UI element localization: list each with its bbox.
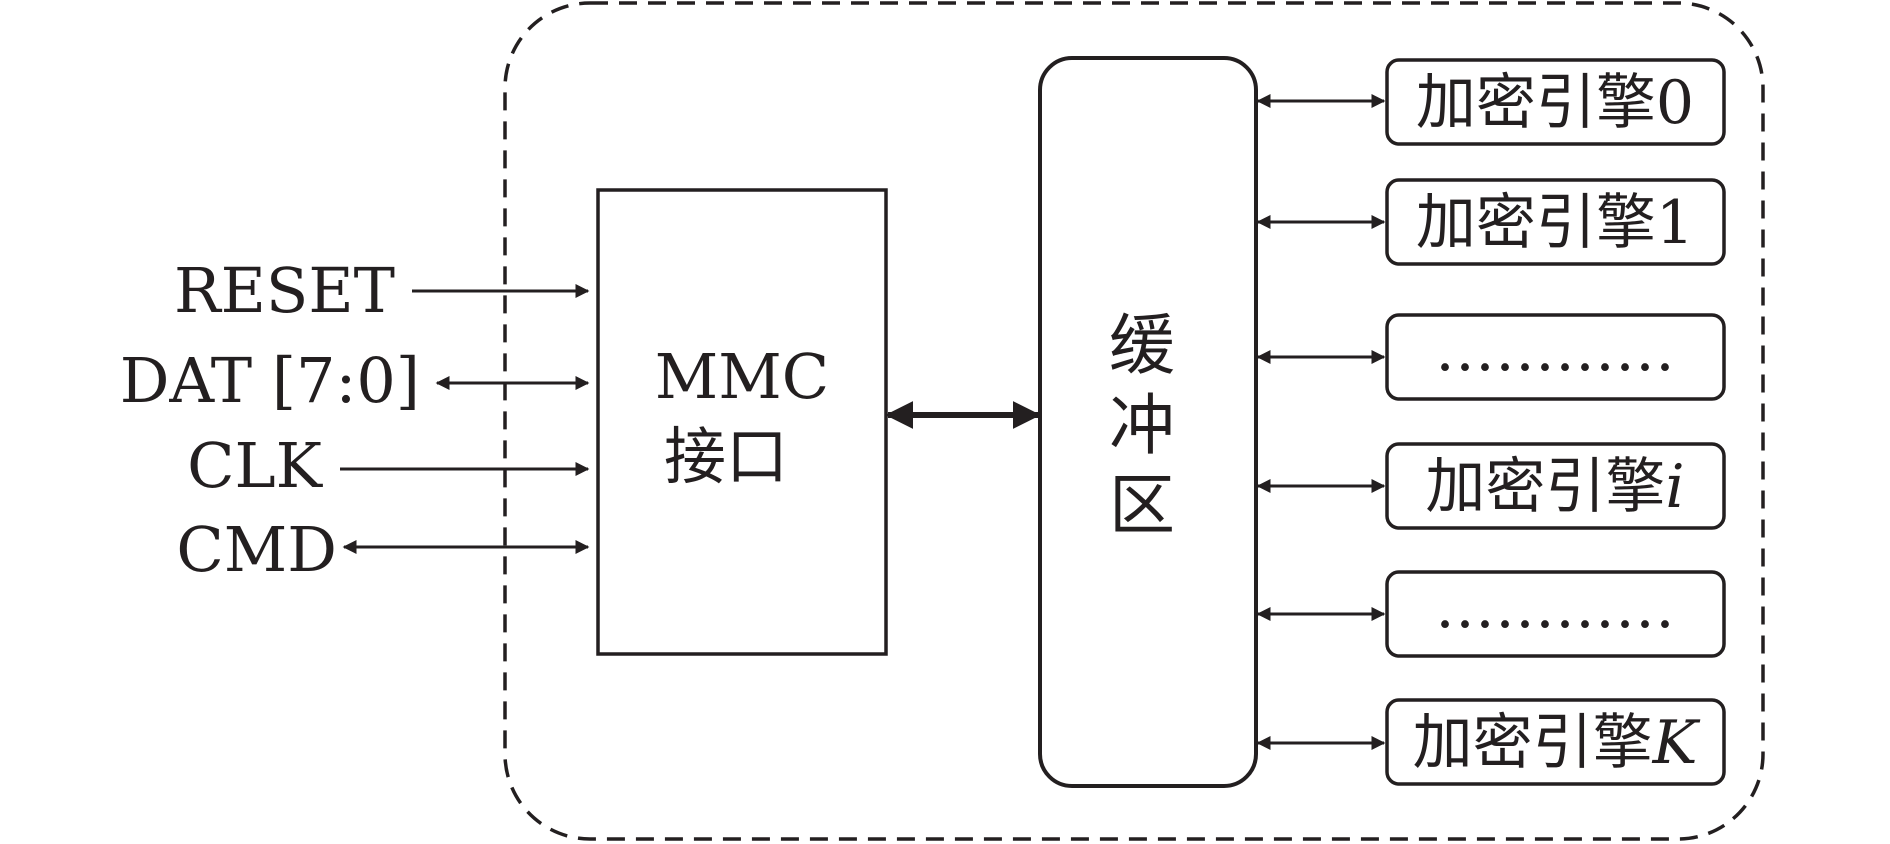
- engine-ellipsis-2: …………: [1385, 570, 1726, 658]
- engine-links: [1256, 94, 1386, 750]
- signal-cmd: CMD: [176, 513, 590, 586]
- mmc-interface-label: 接口: [664, 420, 788, 493]
- signal-cmd-label: CMD: [176, 513, 337, 586]
- engine-0-label: 加密引擎0: [1416, 68, 1694, 138]
- buffer-char-1: 缓: [1109, 307, 1175, 384]
- engine-k: 加密引擎K: [1385, 698, 1726, 786]
- buffer-char-2: 冲: [1109, 387, 1175, 464]
- mmc-label: MMC: [655, 340, 829, 413]
- engine-ellipsis-2-label: …………: [1435, 572, 1675, 642]
- engine-i-label: 加密引擎i: [1425, 452, 1684, 522]
- mmc-interface-block: MMC 接口: [596, 188, 888, 656]
- signal-dat-label: DAT [7:0]: [120, 344, 420, 417]
- signal-reset-label: RESET: [174, 254, 395, 327]
- engine-ellipsis-1: …………: [1385, 313, 1726, 401]
- engine-i: 加密引擎i: [1385, 442, 1726, 530]
- signal-clk: CLK: [187, 429, 590, 502]
- buffer-char-3: 区: [1109, 467, 1175, 544]
- engine-0: 加密引擎0: [1385, 58, 1726, 146]
- engine-ellipsis-1-label: …………: [1435, 315, 1675, 385]
- signal-dat: DAT [7:0]: [120, 344, 590, 417]
- signal-reset: RESET: [174, 254, 590, 327]
- module-boundary: [503, 1, 1765, 841]
- signal-clk-label: CLK: [187, 429, 324, 502]
- buffer-block: 缓 冲 区: [1038, 56, 1258, 788]
- engine-k-label: 加密引擎K: [1413, 708, 1701, 778]
- engine-1: 加密引擎1: [1385, 178, 1726, 266]
- engine-1-label: 加密引擎1: [1416, 188, 1694, 258]
